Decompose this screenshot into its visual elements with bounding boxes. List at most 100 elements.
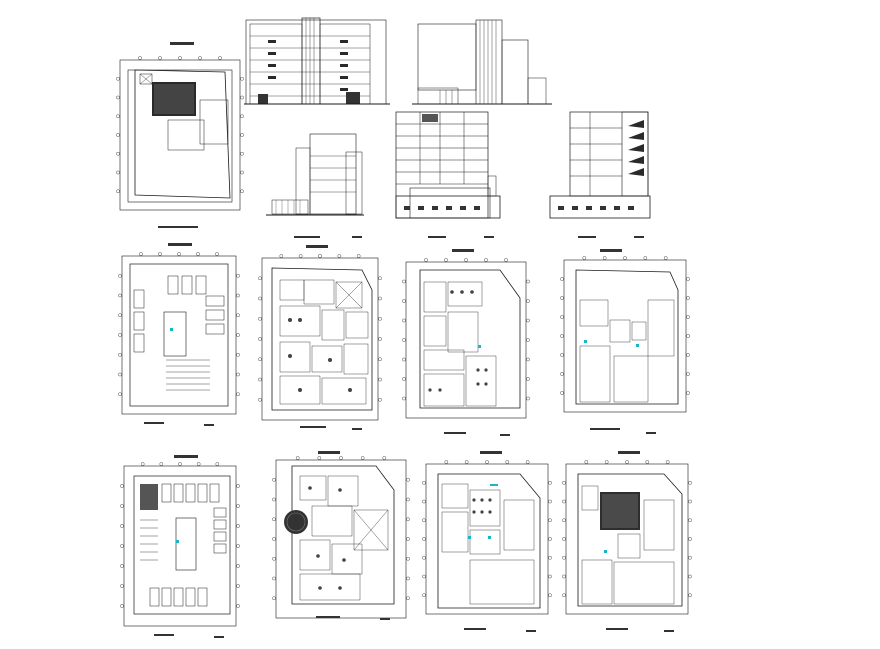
grid-bubble (116, 151, 120, 156)
grid-bubble (139, 252, 143, 256)
grid-bubble (279, 254, 284, 258)
grid-bubble (686, 296, 690, 300)
grid-bubble (560, 334, 564, 338)
grid-bubble (602, 256, 607, 260)
grid-bubble (378, 357, 382, 362)
grid-bubble (120, 544, 124, 548)
grid-bubble (688, 574, 692, 579)
second-floor-plan-drawing (425, 451, 549, 632)
grid-bubble (686, 315, 690, 319)
grid-bubble (424, 258, 428, 262)
grid-bubble (272, 517, 276, 522)
grid-bubble (526, 338, 530, 342)
grid-bubble (236, 524, 240, 528)
grid-bubble (158, 56, 162, 60)
grid-bubble (406, 477, 410, 482)
grid-bubble (120, 524, 124, 528)
grid-bubble (116, 170, 120, 175)
grid-bubble (317, 456, 322, 460)
grid-bubble (198, 56, 202, 60)
grid-bubble (422, 499, 426, 504)
grid-bubble (159, 462, 164, 466)
grid-bubble (240, 170, 244, 175)
grid-bubble (560, 296, 564, 300)
grid-bubble (116, 189, 120, 194)
grid-bubble (138, 56, 142, 60)
grid-axis-markers (116, 56, 692, 608)
grid-bubble (378, 377, 382, 382)
grid-bubble (236, 564, 240, 568)
grid-bubble (484, 258, 488, 262)
grid-bubble (236, 333, 240, 337)
grid-bubble (402, 338, 406, 342)
grid-bubble (406, 556, 410, 561)
grid-bubble (402, 318, 406, 323)
grid-bubble (406, 537, 410, 541)
roof-plan-drawing (565, 451, 689, 632)
grid-bubble (116, 76, 120, 81)
grid-bubble (406, 497, 410, 502)
grid-bubble (118, 333, 122, 337)
grid-bubble (686, 353, 690, 357)
grid-bubble (378, 276, 382, 281)
grid-bubble (562, 480, 566, 485)
grid-bubble (625, 460, 629, 464)
grid-bubble (688, 555, 692, 560)
grid-bubble (258, 316, 262, 321)
grid-bubble (236, 372, 240, 377)
grid-bubble (548, 574, 552, 579)
grid-bubble (240, 76, 244, 81)
section-a-drawing (395, 111, 501, 238)
grid-bubble (236, 604, 240, 608)
grid-bubble (562, 593, 566, 598)
grid-bubble (272, 537, 276, 541)
grid-bubble (645, 460, 650, 464)
grid-bubble (686, 277, 690, 281)
grid-bubble (422, 480, 426, 485)
grid-bubble (120, 584, 124, 588)
grid-bubble (116, 133, 120, 137)
grid-bubble (215, 462, 220, 466)
first-floor-plan-drawing (405, 249, 527, 436)
grid-bubble (504, 258, 508, 262)
grid-bubble (422, 518, 426, 523)
site-plan-drawing (119, 42, 241, 228)
grid-bubble (236, 544, 240, 548)
grid-bubble (686, 391, 690, 395)
grid-bubble (560, 353, 564, 357)
grid-bubble (258, 276, 262, 281)
grid-bubble (582, 256, 587, 260)
grid-bubble (218, 56, 222, 60)
grid-bubble (116, 95, 120, 100)
grid-bubble (272, 556, 276, 561)
grid-bubble (236, 484, 240, 488)
grid-bubble (548, 499, 552, 504)
grid-bubble (444, 460, 449, 464)
grid-bubble (360, 456, 365, 460)
grid-bubble (505, 460, 510, 464)
grid-bubble (382, 456, 387, 460)
grid-bubble (118, 392, 122, 397)
mezzanine-plan-drawing (275, 451, 407, 620)
grid-bubble (526, 377, 530, 381)
grid-bubble (258, 337, 262, 341)
grid-bubble (526, 279, 530, 284)
grid-bubble (562, 555, 566, 560)
grid-bubble (688, 480, 692, 485)
grid-bubble (548, 480, 552, 485)
grid-bubble (548, 555, 552, 560)
grid-bubble (548, 518, 552, 523)
grid-bubble (378, 337, 382, 341)
grid-bubble (686, 372, 690, 376)
grid-bubble (526, 299, 530, 303)
grid-bubble (337, 254, 342, 258)
grid-bubble (548, 593, 552, 598)
grid-bubble (196, 462, 201, 466)
grid-bubble (236, 352, 240, 357)
grid-bubble (444, 258, 448, 262)
basement-parking-2-drawing (123, 455, 237, 638)
grid-bubble (158, 252, 162, 256)
grid-bubble (236, 293, 240, 298)
grid-bubble (688, 499, 692, 504)
